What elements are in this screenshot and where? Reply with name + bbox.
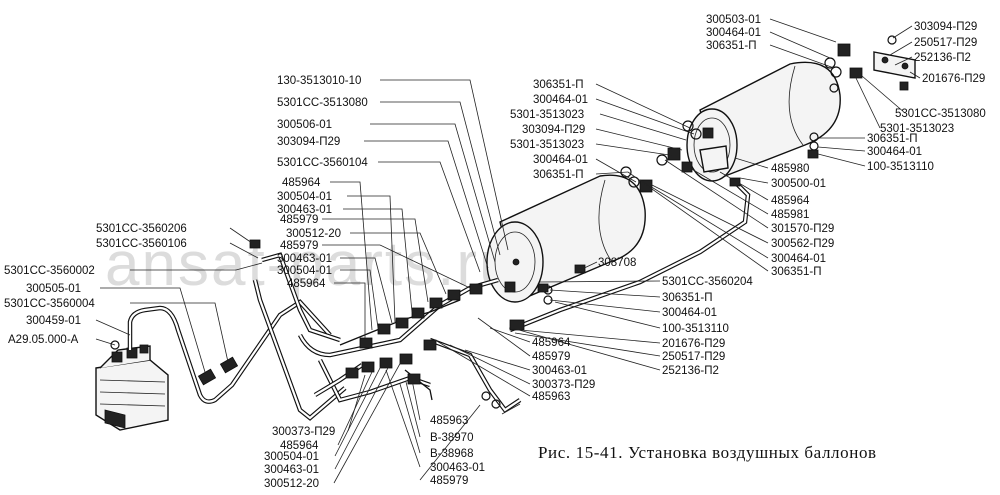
part-label: 250517-П29 [662,351,725,363]
part-label: 300562-П29 [771,238,834,250]
part-label: 301570-П29 [771,223,834,235]
part-label: 485964 [280,440,319,452]
part-label: 300504-01 [277,191,332,203]
part-label: 485963 [532,391,570,403]
middle-fittings [543,120,729,305]
part-label: 300463-01 [532,365,587,377]
part-label: 300500-01 [771,178,826,190]
part-label: 5301СС-3513080 [895,108,986,120]
part-label: 300512-20 [286,228,341,240]
part-label: 300463-01 [430,462,485,474]
part-label: 300506-01 [277,119,332,131]
part-label: 300463-01 [264,464,319,476]
part-label: 303094-П29 [522,124,585,136]
part-label: 306351-П [706,40,756,52]
part-label: А29.05.000-А [8,334,79,346]
part-labels: 300503-01 300464-01 306351-П 303094-П29 … [4,14,986,490]
part-label: 130-3513010-10 [277,75,361,87]
leader-lines [95,18,921,484]
part-label: 485979 [430,475,468,487]
part-label: 250517-П29 [914,37,977,49]
air-tank-front [486,174,646,303]
part-label: 485979 [532,351,570,363]
watermark: ansat-parts.ru [105,230,516,299]
part-label: 300459-01 [26,315,81,327]
compressor-drawing [95,340,169,431]
part-label: 300464-01 [533,94,588,106]
part-label: 5301-3513023 [880,123,954,135]
part-label: 201676-П29 [922,73,985,85]
part-label: 300373-П29 [532,379,595,391]
part-label: 300504-01 [264,451,319,463]
part-label: 485963 [430,415,468,427]
part-label: 252136-П2 [662,365,719,377]
part-label: 300464-01 [771,253,826,265]
part-label: 306351-П [771,266,821,278]
rear-tank-fittings [807,35,916,159]
part-label: 485979 [280,240,318,252]
part-label: 201676-П29 [662,338,725,350]
part-label: В-38970 [430,432,473,444]
part-label: 300373-П29 [272,426,335,438]
part-label: 306351-П [533,79,583,91]
part-label: 5301-3513023 [510,139,584,151]
part-label: 100-3513110 [662,323,729,335]
part-label: 303094-П29 [914,21,977,33]
part-label: 485964 [287,278,326,290]
part-label: 300464-01 [662,307,717,319]
pipelines [127,180,751,421]
part-label: 300512-20 [264,478,319,490]
part-label: 485964 [282,177,321,189]
part-label: 300463-01 [277,204,332,216]
part-label: 5301СС-3560104 [277,157,368,169]
part-label: В-38968 [430,448,473,460]
part-label: 303094-П29 [277,136,340,148]
part-label: 100-3513110 [867,161,934,173]
part-label: 306351-П [662,292,712,304]
part-label: 300464-01 [706,27,761,39]
part-label: 306351-П [867,133,917,145]
part-label: 5301СС-3560204 [662,276,753,288]
part-label: 5301СС-3560004 [4,298,95,310]
part-label: 306351-П [533,169,583,181]
part-label: 485981 [771,209,809,221]
part-label: 300464-01 [533,154,588,166]
part-label: 5301СС-3513080 [277,97,368,109]
part-label: 5301СС-3560106 [96,238,187,250]
part-label: 300503-01 [706,14,761,26]
part-label: 300463-01 [277,253,332,265]
part-label: 300464-01 [867,146,922,158]
part-label: 485964 [532,337,571,349]
part-label: 308708 [598,257,636,269]
part-label: 5301СС-3560002 [4,265,95,277]
part-label: 485964 [771,195,810,207]
pipe-connectors [197,177,741,409]
part-label: 300504-01 [277,265,332,277]
part-label: 485979 [280,214,318,226]
part-label: 5301-3513023 [510,109,584,121]
part-label: 252136-П2 [914,52,971,64]
part-label: 300505-01 [26,283,81,295]
figure-caption: Рис. 15-41. Установка воздушных баллонов [538,443,877,462]
part-label: 5301СС-3560206 [96,223,187,235]
part-label: 485980 [771,163,809,175]
